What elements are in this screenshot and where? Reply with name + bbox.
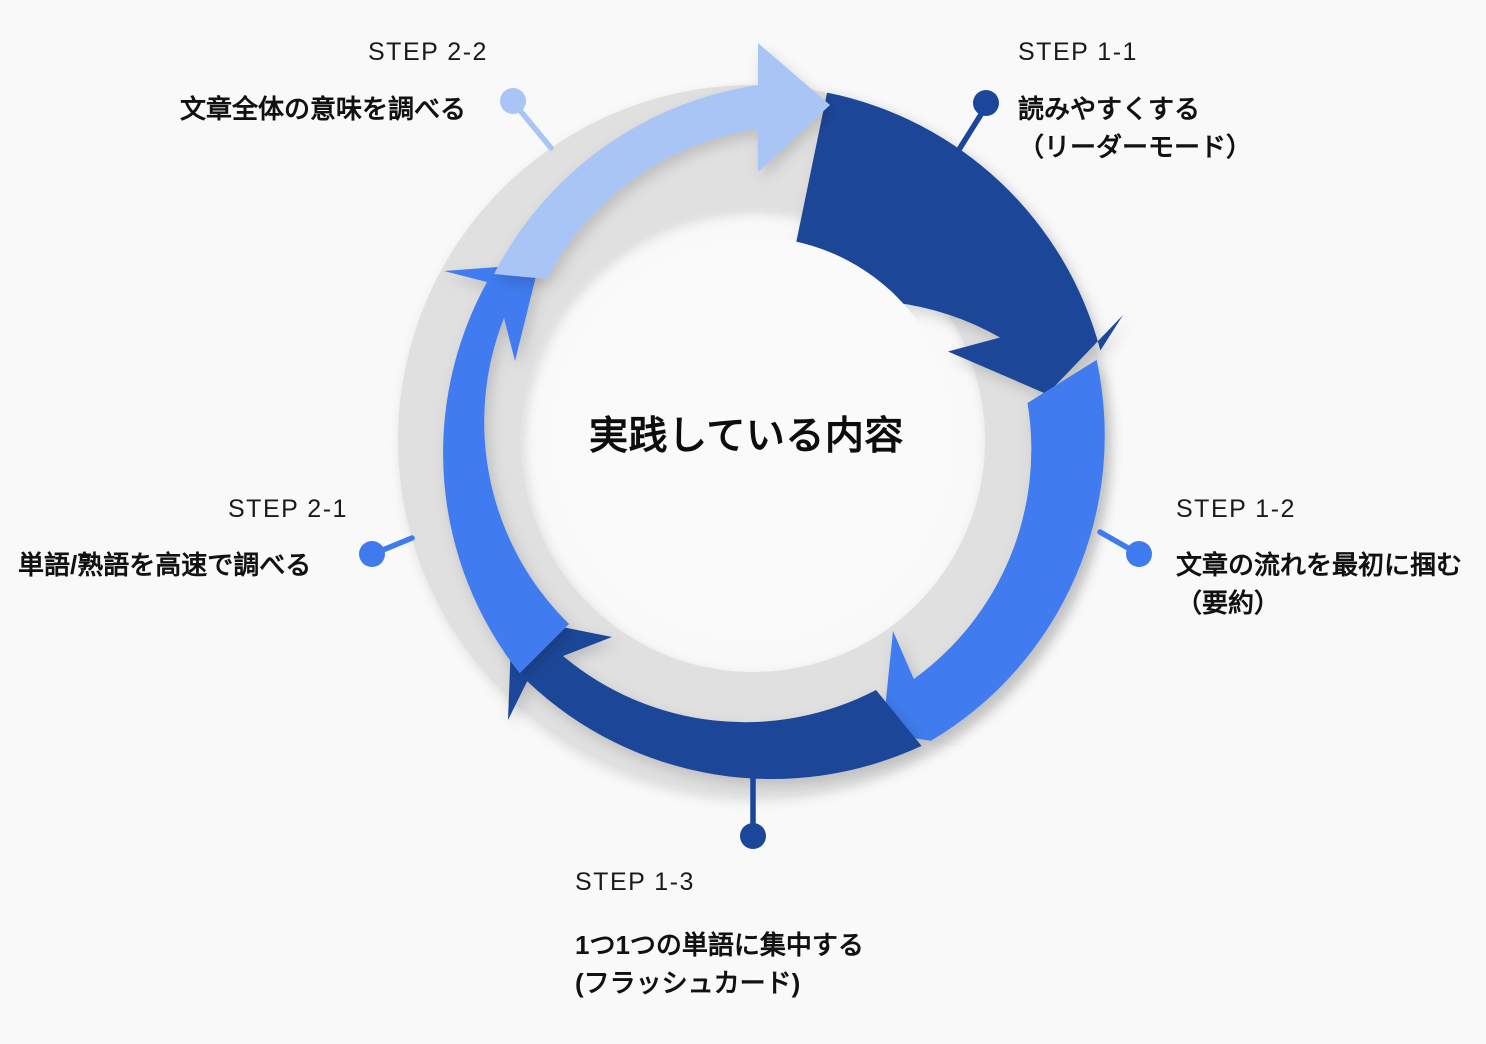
label-step-1-3[interactable]: STEP 1-3 1つ1つの単語に集中する (フラッシュカード) — [575, 868, 864, 1002]
arrow-segment-step-1-1[interactable] — [782, 92, 1123, 395]
step-1-2-description: 文章の流れを最初に掴む （要約） — [1176, 547, 1462, 622]
arrow-segment-step-1-3[interactable] — [508, 617, 922, 780]
arrow-segment-step-2-1[interactable] — [443, 264, 569, 674]
step-1-2-desc-line2: （要約） — [1176, 587, 1281, 618]
connector-dot-step-1-3 — [740, 823, 766, 849]
connector-step-2-1 — [359, 535, 415, 567]
connector-step-1-2 — [1097, 529, 1152, 567]
arrow-segment-step-1-2[interactable] — [882, 359, 1105, 748]
connector-dot-step-2-2 — [500, 88, 526, 114]
connector-dot-step-2-1 — [359, 541, 385, 567]
step-1-1-desc-line1: 読みやすくする — [1018, 94, 1201, 124]
step-2-1-description: 単語/熟語を高速で調べる — [18, 547, 348, 585]
arrow-segment-step-2-2[interactable] — [494, 43, 830, 279]
step-1-3-title: STEP 1-3 — [575, 868, 695, 896]
step-2-2-desc-line1: 文章全体の意味を調べる — [180, 94, 467, 124]
step-1-2-desc-line1: 文章の流れを最初に掴む — [1176, 550, 1463, 580]
step-1-2-title: STEP 1-2 — [1176, 495, 1296, 523]
center-title: 実践している内容 — [589, 415, 904, 458]
connector-step-2-2 — [500, 88, 554, 151]
connector-dot-step-1-2 — [1126, 541, 1152, 567]
step-1-1-description: 読みやすくする （リーダーモード） — [1018, 91, 1252, 166]
connector-dot-step-1-1 — [973, 90, 999, 116]
label-step-1-1[interactable]: STEP 1-1 読みやすくする （リーダーモード） — [1018, 38, 1252, 166]
label-step-2-2[interactable]: STEP 2-2 文章全体の意味を調べる — [180, 38, 488, 129]
step-1-3-description: 1つ1つの単語に集中する (フラッシュカード) — [575, 927, 864, 1002]
step-2-2-title: STEP 2-2 — [368, 38, 488, 66]
label-step-2-1[interactable]: STEP 2-1 単語/熟語を高速で調べる — [18, 495, 348, 585]
connector-step-1-3 — [740, 764, 766, 849]
inner-disc — [550, 237, 956, 643]
step-1-3-desc-line2: (フラッシュカード) — [575, 967, 801, 998]
step-2-1-desc-line1: 単語/熟語を高速で調べる — [18, 550, 312, 580]
label-step-1-2[interactable]: STEP 1-2 文章の流れを最初に掴む （要約） — [1176, 495, 1462, 622]
step-1-1-title: STEP 1-1 — [1018, 38, 1138, 66]
step-2-2-description: 文章全体の意味を調べる — [180, 91, 488, 129]
step-2-1-title: STEP 2-1 — [228, 495, 348, 523]
step-1-3-desc-line1: 1つ1つの単語に集中する — [575, 930, 864, 960]
step-1-1-desc-line2: （リーダーモード） — [1018, 131, 1253, 162]
connector-step-1-1 — [942, 90, 999, 175]
